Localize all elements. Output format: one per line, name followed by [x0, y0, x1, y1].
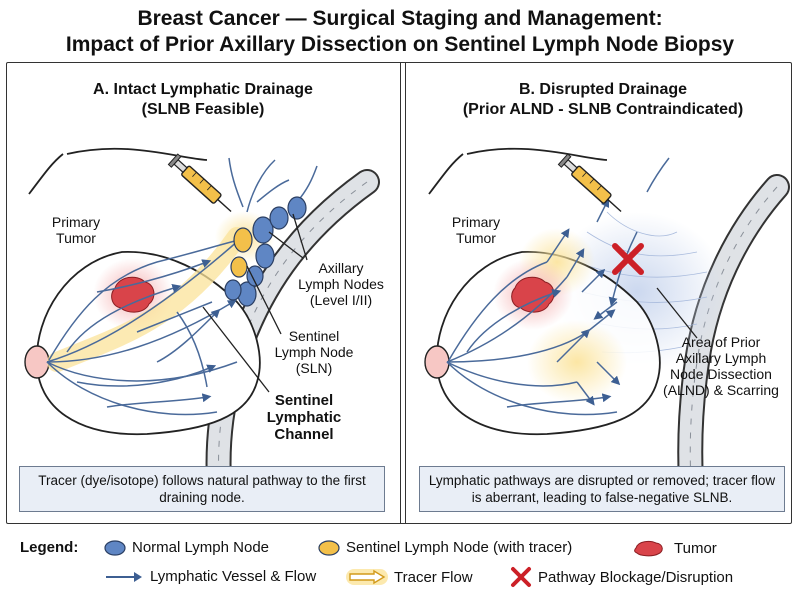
legend-item-normal-node: Normal Lymph Node	[104, 539, 269, 556]
lymph-node	[255, 243, 275, 269]
tumor	[111, 276, 155, 313]
panel-a-heading-line-2: (SLNB Feasible)	[141, 101, 265, 118]
panel-a-caption: Tracer (dye/isotope) follows natural pat…	[19, 466, 385, 512]
legend-item-blockage: Pathway Blockage/Disruption	[510, 566, 733, 588]
legend-item-tracer-flow: Tracer Flow	[346, 568, 473, 586]
title-line-1: Breast Cancer — Surgical Staging and Man…	[137, 7, 663, 30]
sentinel-node-icon	[318, 539, 340, 556]
panel-b-caption: Lymphatic pathways are disrupted or remo…	[419, 466, 785, 512]
legend-label-tracer-flow: Tracer Flow	[394, 568, 473, 586]
shoulder-contour	[66, 147, 208, 161]
label-sentinel-node: Sentinel Lymph Node (SLN)	[274, 328, 354, 376]
blockage-cross	[612, 243, 644, 275]
lymph-node	[252, 216, 274, 244]
lymph-node	[224, 279, 242, 301]
lymph-nodes	[224, 196, 307, 307]
lymph-node	[269, 206, 289, 230]
tracer-flow-icon	[346, 569, 388, 585]
panel-divider	[400, 62, 406, 524]
vessel-flow-icon	[106, 571, 142, 582]
label-primary-tumor: Primary Tumor	[51, 214, 101, 246]
panel-b-heading-line-2: (Prior ALND - SLNB Contraindicated)	[462, 101, 744, 118]
legend-label-tumor: Tumor	[674, 539, 717, 557]
diagram-frame	[6, 62, 792, 524]
panel-b-heading-line-1: B. Disrupted Drainage	[518, 81, 688, 98]
normal-node-icon	[104, 539, 126, 556]
legend-label-sentinel-node: Sentinel Lymph Node (with tracer)	[346, 539, 573, 556]
page-title: Breast Cancer — Surgical Staging and Man…	[0, 6, 800, 58]
syringe-icon	[167, 153, 232, 213]
legend-item-sentinel-node: Sentinel Lymph Node (with tracer)	[318, 539, 572, 556]
panel-a-illustration	[24, 147, 380, 495]
leader-line	[656, 287, 698, 339]
leader-lines	[202, 213, 308, 393]
panel-b-heading: B. Disrupted Drainage (Prior ALND - SLNB…	[407, 80, 799, 120]
panel-a: A. Intact Lymphatic Drainage (SLNB Feasi…	[7, 62, 399, 524]
lymphatic-vessels	[446, 157, 670, 416]
label-primary-tumor: Primary Tumor	[451, 214, 501, 246]
lymph-node	[287, 196, 307, 220]
panel-b: B. Disrupted Drainage (Prior ALND - SLNB…	[407, 62, 799, 524]
legend-label-vessel-flow: Lymphatic Vessel & Flow	[150, 568, 317, 585]
nipple	[424, 345, 450, 379]
legend-item-vessel-flow: Lymphatic Vessel & Flow	[104, 568, 316, 585]
tumor	[511, 276, 555, 313]
legend-label-blockage: Pathway Blockage/Disruption	[538, 568, 734, 586]
legend-title: Legend:	[20, 539, 79, 556]
tumor-icon	[634, 540, 663, 557]
legend-item-tumor: Tumor	[632, 539, 717, 557]
blockage-cross-icon	[511, 567, 531, 587]
label-axillary-nodes: Axillary Lymph Nodes (Level I/II)	[298, 260, 384, 308]
label-sentinel-channel: Sentinel Lymphatic Channel	[266, 392, 342, 443]
panel-a-heading: A. Intact Lymphatic Drainage (SLNB Feasi…	[7, 80, 399, 120]
legend-label-normal-node: Normal Lymph Node	[132, 539, 269, 556]
title-line-2: Impact of Prior Axillary Dissection on S…	[65, 33, 735, 56]
sentinel-node	[230, 256, 248, 278]
label-area-prior-alnd: Area of Prior Axillary Lymph Node Dissec…	[663, 334, 779, 398]
lymph-node	[246, 265, 264, 287]
panel-b-illustration	[424, 147, 790, 495]
sentinel-node	[233, 227, 253, 253]
syringe-icon	[557, 153, 622, 213]
panel-a-heading-line-1: A. Intact Lymphatic Drainage	[93, 81, 313, 98]
nipple	[24, 345, 50, 379]
